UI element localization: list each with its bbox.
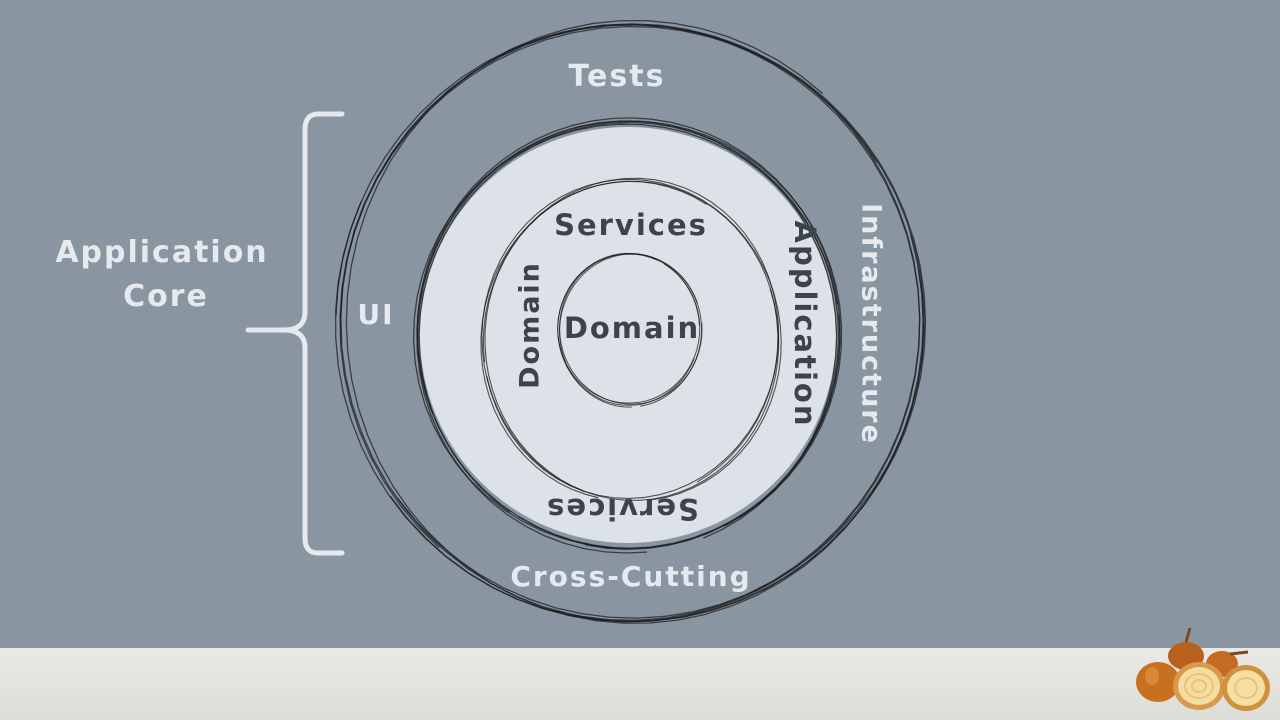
domain-services-bottom-label: Services [545,492,699,526]
application-core-label-line1: Application [55,235,268,270]
middle-ring-stroke [417,120,843,549]
sketch-rings [335,20,927,624]
domain-services-top-label: Services [554,208,708,242]
outer-ring-stroke [339,23,921,621]
floor-strip [0,648,1280,720]
outer-ring-stroke [339,25,925,619]
application-core-brace [245,111,345,556]
infrastructure-label: Infrastructure [856,203,887,445]
onions-illustration [1136,627,1270,711]
tests-label: Tests [569,59,666,94]
domain-services-ring-stroke [480,180,779,499]
application-label: Application [788,221,822,428]
ui-label: UI [357,298,394,331]
cross-cutting-label: Cross-Cutting [510,560,751,593]
domain-services-side-label: Domain [515,261,546,389]
domain-ring-stroke [559,253,703,405]
application-core-label-line2: Core [123,279,209,314]
middle-ring-stroke [412,123,841,550]
domain-model-label: Domain [564,311,700,345]
domain-ring-stroke [557,252,700,406]
domain-services-ring-stroke [482,177,780,499]
outer-ring-stroke [340,24,925,623]
